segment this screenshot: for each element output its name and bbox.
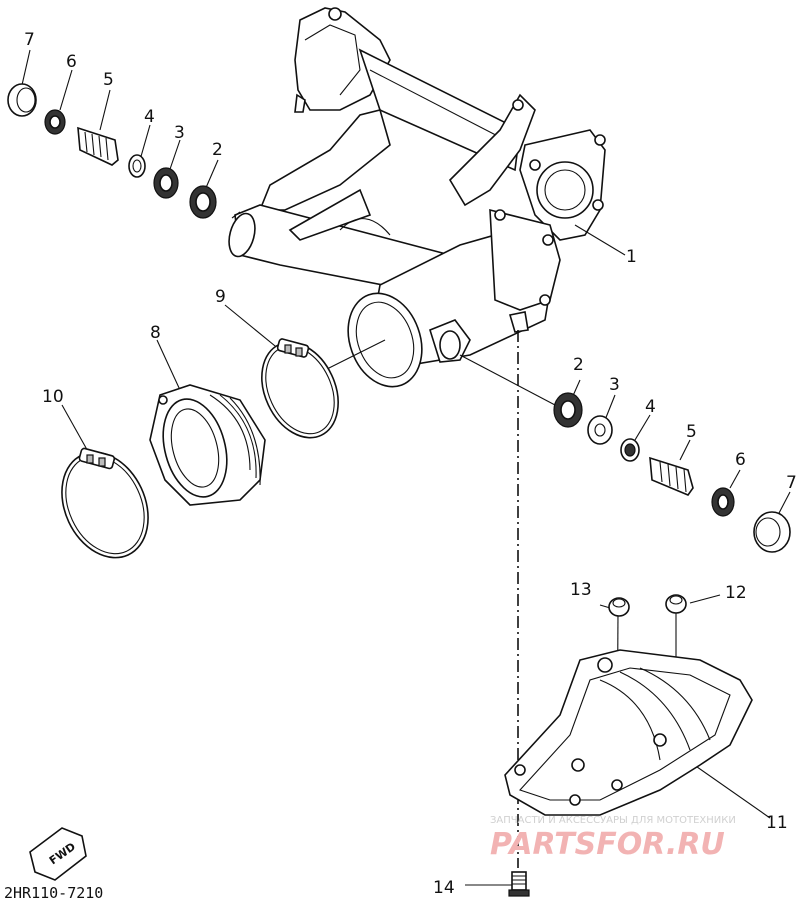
- skid-plate: [504, 649, 753, 816]
- callout-6-left: 6: [66, 52, 77, 72]
- callout-10: 10: [42, 387, 64, 407]
- swingarm: [228, 7, 606, 388]
- fwd-arrow: FWD: [29, 827, 87, 881]
- bolt-14: [508, 871, 530, 897]
- diagram-code: 2HR110-7210: [4, 884, 103, 902]
- pivot-parts-left: [7, 83, 217, 219]
- callout-3-left: 3: [174, 123, 185, 143]
- callout-8: 8: [150, 323, 161, 343]
- callout-4-right: 4: [645, 397, 656, 417]
- rubber-boot: [149, 384, 266, 506]
- callout-1: 1: [626, 247, 637, 267]
- callout-7-left: 7: [24, 30, 35, 50]
- callout-13: 13: [570, 580, 592, 600]
- callout-4-left: 4: [144, 107, 155, 127]
- callout-2-left: 2: [212, 140, 223, 160]
- hose-clamp-10: [61, 447, 149, 559]
- callout-6-right: 6: [735, 450, 746, 470]
- callout-3-right: 3: [609, 375, 620, 395]
- callout-labels: 1 2 3 4 5 6 7 2 3 4 5 6 7 8 9 10 11 12 1…: [24, 30, 797, 898]
- callout-2-right: 2: [573, 355, 584, 375]
- bolt-13: [608, 597, 630, 617]
- callout-11: 11: [766, 813, 788, 833]
- callout-5-right: 5: [686, 422, 697, 442]
- callout-9: 9: [215, 287, 226, 307]
- callout-7-right: 7: [786, 473, 797, 493]
- bolt-12: [665, 594, 687, 614]
- pivot-parts-right: [553, 392, 791, 553]
- callout-5-left: 5: [103, 70, 114, 90]
- watermark: ЗАПЧАСТИ И АКСЕССУАРЫ ДЛЯ МОТОТЕХНИКИ PA…: [490, 815, 736, 862]
- callout-12: 12: [725, 583, 747, 603]
- watermark-tagline: ЗАПЧАСТИ И АКСЕССУАРЫ ДЛЯ МОТОТЕХНИКИ: [490, 815, 736, 826]
- watermark-brand: PARTSFOR.RU: [490, 827, 725, 862]
- hose-clamp-9: [261, 338, 339, 439]
- callout-14: 14: [433, 878, 455, 898]
